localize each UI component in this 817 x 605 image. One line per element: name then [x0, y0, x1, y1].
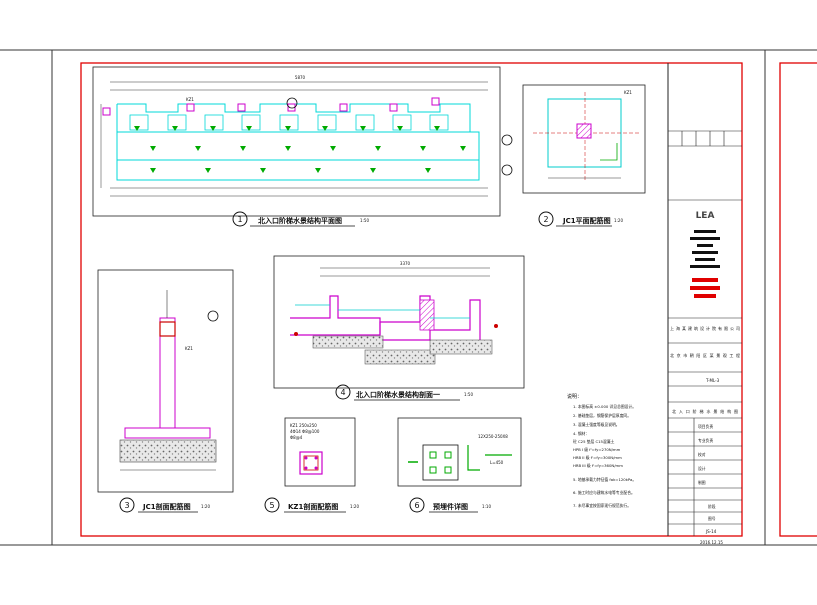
note-line: 砼 C25 垫层 C15混凝土	[573, 439, 615, 444]
plan-total-dim: 5870	[295, 75, 306, 80]
project-name: 北京市朝阳区某景观工程	[670, 352, 740, 358]
drawing-code: T-ML-3	[705, 378, 720, 383]
view2-jc1-plan[interactable]: KZ1 2 JC1平面配筋图 1:20	[522, 84, 646, 227]
logo-mark: LEA	[696, 211, 715, 221]
note-line: 3. 混凝土强度等级见说明。	[573, 422, 620, 427]
drawing-name: 北入口阶梯水景结构图	[672, 408, 738, 414]
plan-kz-label: KZ1	[186, 97, 194, 102]
view5-kz1-section[interactable]: KZ1 250x250 4Φ14 Φ8@100 Φ8@4 5 KZ1剖面配筋图 …	[264, 417, 359, 513]
embed-spec-line2: L=450	[490, 460, 504, 465]
note-line: HPB I 级 f'=fy=270N/mm	[573, 447, 621, 452]
view4-number: 4	[340, 388, 345, 397]
kz-spec-line3: Φ8@4	[290, 435, 303, 440]
sheet-number: JS-14	[705, 529, 717, 534]
title-block: LEA 上海某建筑设计院有限公司 北京市朝阳区某景观工程 T-ML-3 北入口阶…	[668, 130, 742, 545]
note-line: 5. 地基承载力特征值 fak=120kPa。	[573, 477, 636, 482]
view3-jc1-section[interactable]: KZ1 3 JC1剖面配筋图 1:20	[97, 269, 234, 513]
view5-scale: 1:20	[350, 504, 359, 509]
view6-embed-detail[interactable]: 12X250-250X8 L=450 6 预埋件详图 1:10	[397, 417, 522, 513]
note-line: 4. 钢材：	[573, 431, 589, 436]
view1-number: 1	[237, 215, 242, 224]
view4-structural-section[interactable]: 3370 4 北入口阶梯水景结构剖面一 1:50	[273, 255, 525, 401]
view6-number: 6	[414, 501, 419, 510]
note-line: HRB III 级 f'=fy=360N/mm	[573, 463, 623, 468]
view3-number: 3	[124, 501, 129, 510]
view6-title: 预埋件详图	[433, 502, 468, 511]
meta-row: 图号	[708, 516, 716, 521]
view5-title: KZ1剖面配筋图	[288, 502, 338, 511]
embed-spec-line1: 12X250-250X8	[478, 434, 508, 439]
note-line: 1. 本图标高 ±0.000 详见总图设计。	[573, 404, 636, 409]
meta-row: 阶段	[708, 504, 716, 509]
role-row: 项目负责	[698, 424, 713, 429]
note-line: 7. 未尽事宜按国家现行规范执行。	[573, 503, 631, 508]
notes-heading: 说明：	[567, 393, 582, 400]
view4-title: 北入口阶梯水景结构剖面一	[356, 390, 440, 399]
view5-number: 5	[269, 501, 274, 510]
view1-title: 北入口阶梯水景结构平面图	[258, 216, 342, 225]
section-kz-label: KZ1	[185, 346, 193, 351]
view3-title: JC1剖面配筋图	[142, 502, 191, 511]
general-notes: 说明： 1. 本图标高 ±0.000 详见总图设计。 2. 基础垫层，钢筋保护层…	[567, 393, 636, 508]
view6-scale: 1:10	[482, 504, 491, 509]
role-row: 专业负责	[698, 438, 713, 443]
role-row: 校对	[698, 452, 706, 457]
section-total-dim: 3370	[400, 261, 411, 266]
jc1-kz-label: KZ1	[624, 90, 632, 95]
view2-scale: 1:20	[614, 218, 623, 223]
view2-number: 2	[543, 215, 548, 224]
view1-scale: 1:50	[360, 218, 369, 223]
drawing-date: 2016.12.15	[700, 540, 723, 545]
note-line: HRB II 级 f'=fy=300N/mm	[573, 455, 622, 460]
role-row: 设计	[698, 466, 706, 471]
kz-spec-line1: KZ1 250x250	[290, 423, 317, 428]
note-line: 2. 基础垫层，钢筋保护层厚度同。	[573, 413, 631, 418]
kz-spec-line2: 4Φ14 Φ8@100	[290, 429, 320, 434]
view1-structural-plan[interactable]: 5870	[92, 66, 513, 227]
view3-scale: 1:20	[201, 504, 210, 509]
role-row: 制图	[698, 480, 706, 485]
sheet-frame	[0, 49, 817, 546]
view2-title: JC1平面配筋图	[562, 216, 611, 225]
company-name: 上海某建筑设计院有限公司	[670, 325, 740, 331]
note-line: 6. 施工时应与建筑水电等专业配合。	[573, 490, 635, 495]
view4-scale: 1:50	[464, 392, 473, 397]
